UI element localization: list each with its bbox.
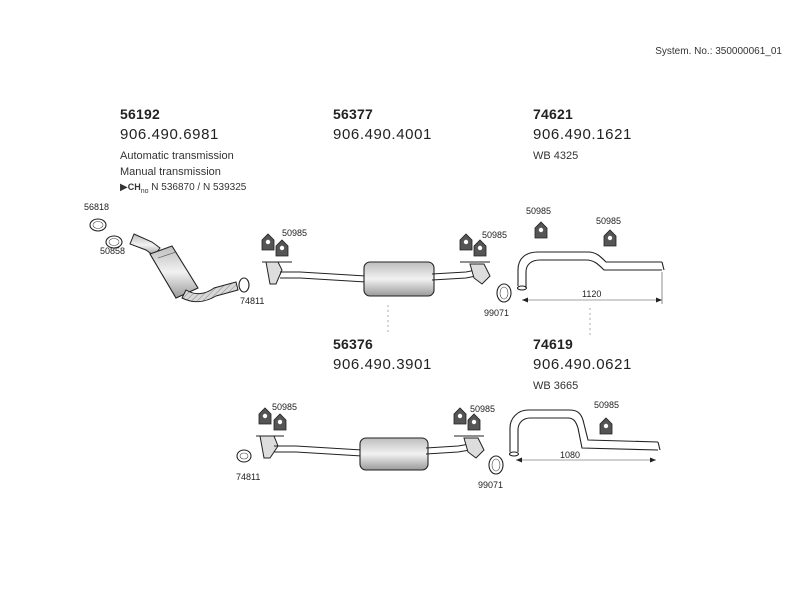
tail-pipe-74619-lower [517,417,659,452]
dimension-1080: 1080 [560,450,581,460]
tail-pipe-74621-lower [525,259,662,288]
callout-50985-a: 50985 [282,228,308,238]
flex-pipe [181,281,239,303]
tail-pipe-inlet-end [516,285,528,291]
callout-99071-bottom: 99071 [478,480,504,490]
clamp-ring-56818 [89,218,107,232]
middle-muffler-56376 [359,437,429,471]
hanger-50985-e [534,221,548,239]
clamp-ring-50858 [105,235,123,249]
clamp-inner [491,458,501,472]
mid-pipe-upper [280,271,367,277]
callout-50985-d: 50985 [596,216,622,226]
front-pipe-catalyst [89,218,250,303]
wheelbase-74621: WB 4325 [533,150,579,162]
chassis-prefix-sub: no [140,188,149,195]
system-number: System. No.: 350000061_01 [655,46,782,57]
clamp-99071-bottom [488,455,504,475]
part-number-74619: 74619 [533,336,573,352]
wheelbase-74619: WB 3665 [533,380,579,392]
tail-pipe-74621-upper [517,251,662,286]
mid-pipe-inlet-flange [265,261,283,285]
oe-number-56377: 906.490.4001 [333,126,432,143]
description-manual: Manual transmission [120,166,221,178]
callout-50985-e: 50985 [272,402,298,412]
hanger-50985-d [473,239,487,257]
hanger-50985-bot-d [467,413,481,431]
tail-pipe-outlet-end [661,261,665,271]
oe-number-56192: 906.490.6981 [120,126,219,143]
part-number-56376: 56376 [333,336,373,352]
mid-pipe-bottom-outlet-lower [425,449,471,455]
callout-50985-c: 50985 [526,206,552,216]
middle-muffler-bottom [256,435,485,471]
part-number-56192: 56192 [120,106,160,122]
middle-muffler-top [262,261,491,297]
mid-pipe-bottom-outlet-upper [425,443,471,449]
clamp-99071-top [496,283,512,303]
oe-number-56376: 906.490.3901 [333,356,432,373]
mid-pipe-outlet-upper [431,269,477,275]
rubber-hangers-top [261,221,617,257]
clamp-74811-bottom [236,449,252,463]
clamp-ring-inner [108,238,120,246]
middle-muffler [363,261,435,297]
clamp-inner [239,452,249,460]
oe-number-74621: 906.490.1621 [533,126,632,143]
clamp-inner [499,286,509,300]
callout-74811-top: 74811 [240,296,265,306]
mid-pipe-bottom-lower [274,451,363,457]
hanger-50985-bot-a [258,407,272,425]
callout-50985-g: 50985 [594,400,620,410]
tail-pipe-outlet-end [657,441,661,451]
mid-pipe-outlet-lower [431,275,477,281]
rubber-hangers-bottom [258,407,613,435]
triangle-icon: ▶ [120,182,128,193]
hanger-50985-c [459,233,473,251]
callout-56818: 56818 [84,202,110,212]
tail-pipe-bottom [508,409,661,463]
mid-pipe-bottom-outlet-flange [463,437,485,459]
chassis-text: N 536870 / N 539325 [151,182,247,193]
hanger-50985-bot-b [273,413,287,431]
mid-pipe-outlet-flange [469,263,491,285]
catalytic-converter [149,245,199,299]
chassis-range: ▶CHno N 536870 / N 539325 [120,182,246,195]
part-number-56377: 56377 [333,106,373,122]
hanger-50985-a [261,233,275,251]
tail-pipe-inlet-end [508,451,520,457]
callout-50985-b: 50985 [482,230,508,240]
mid-pipe-bottom-upper [274,445,363,451]
hanger-50985-bot-e [599,417,613,435]
dimension-1120: 1120 [582,289,602,299]
mid-pipe-bottom-inlet-flange [259,435,279,459]
hanger-50985-b [275,239,289,257]
chassis-prefix: CH [127,182,141,192]
callout-50858: 50858 [100,246,126,256]
tail-pipe-74619-upper [509,409,659,452]
converter-detail [157,251,177,259]
callout-74811-bottom: 74811 [236,472,261,482]
hanger-50985-bot-c [453,407,467,425]
hanger-50985-f [603,229,617,247]
part-number-74621: 74621 [533,106,573,122]
callout-50985-f: 50985 [470,404,496,414]
description-automatic: Automatic transmission [120,150,234,162]
clamp-74811-top [238,277,250,293]
clamp-ring-inner [92,221,104,229]
mid-pipe-lower [280,277,367,283]
oe-number-74619: 906.490.0621 [533,356,632,373]
callout-99071-top: 99071 [484,308,510,318]
tail-pipe-top [516,251,665,304]
